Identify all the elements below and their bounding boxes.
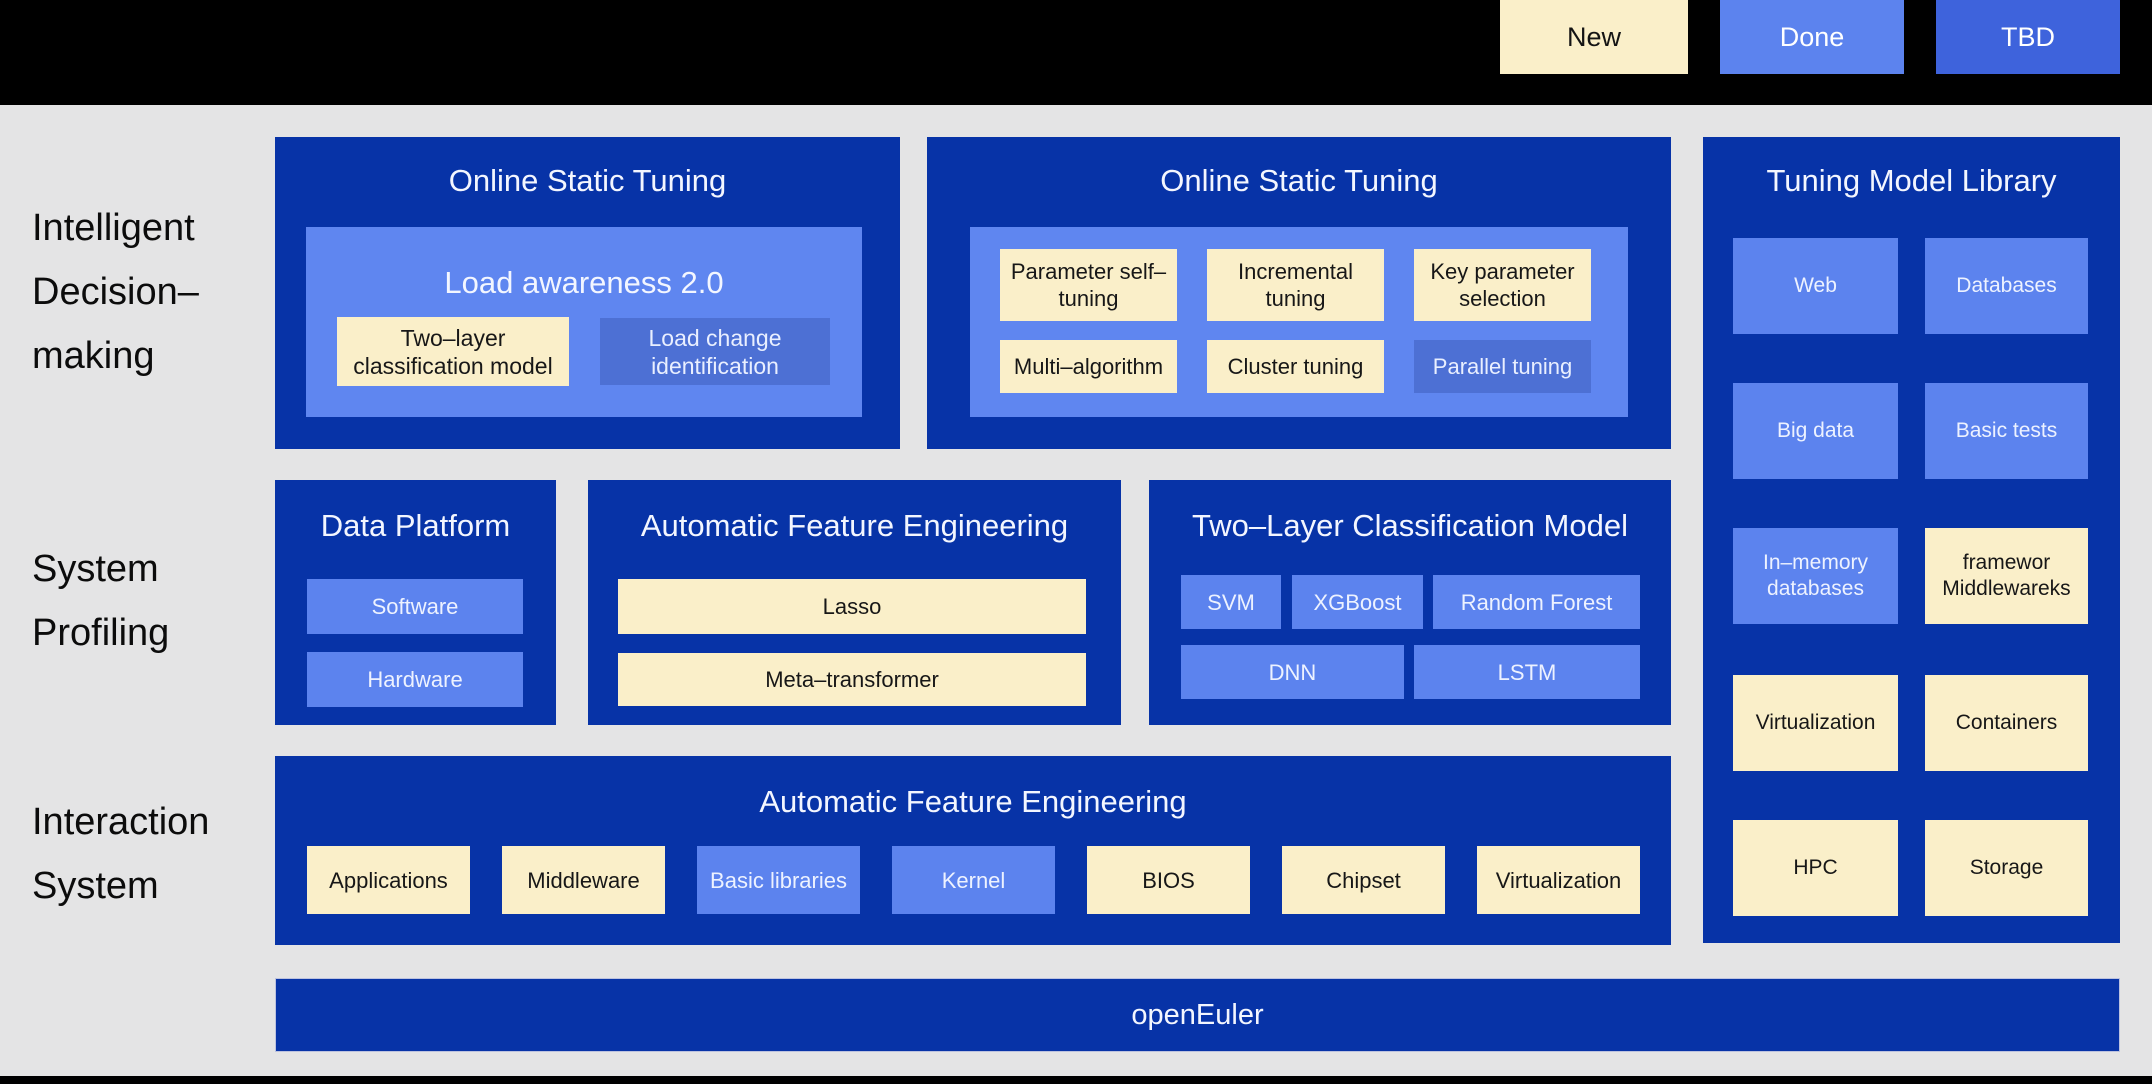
chip-applications: Applications [307,846,470,914]
chip-middleware-frameworks: framewor Middlewareks [1925,528,2088,624]
chip-basic-libraries: Basic libraries [697,846,860,914]
openeuler-label: openEuler [1131,998,1264,1031]
chip-parallel-tuning: Parallel tuning [1414,340,1591,393]
openeuler-base-bar: openEuler [275,978,2120,1052]
box-title: Tuning Model Library [1766,163,2057,198]
chip-databases: Databases [1925,238,2088,334]
chip-lasso: Lasso [618,579,1086,634]
chip-lstm: LSTM [1414,645,1640,699]
chip-hpc: HPC [1733,820,1898,916]
row-label-line: Interaction [32,801,210,843]
chip-incremental-tuning: Incremental tuning [1207,249,1384,321]
chip-two-layer-classification-model: Two–layer classification model [337,317,569,386]
row-label-intelligent-decision-making: Intelligent Decision– making [32,196,199,388]
row-label-line: System [32,865,159,907]
chip-hardware: Hardware [307,652,523,707]
box-title: Online Static Tuning [448,163,727,198]
box-automatic-feature-engineering-mid: Automatic Feature Engineering Lasso Meta… [588,480,1121,725]
chip-bios: BIOS [1087,846,1250,914]
chip-kernel: Kernel [892,846,1055,914]
row-label-system-profiling: System Profiling [32,537,169,665]
chip-xgboost: XGBoost [1292,575,1423,629]
chip-random-forest: Random Forest [1433,575,1640,629]
bottom-edge-strip [0,1076,2152,1084]
row-label-line: System [32,548,159,590]
row-label-line: Intelligent [32,207,195,249]
panel-load-awareness: Load awareness 2.0 Two–layer classificat… [306,227,862,417]
row-label-line: making [32,335,155,377]
legend-item-new: New [1500,0,1688,74]
chip-in-memory-databases: In–memory databases [1733,528,1898,624]
row-label-line: Profiling [32,612,170,654]
box-online-static-tuning-1: Online Static Tuning Load awareness 2.0 … [275,137,900,449]
box-title: Online Static Tuning [1160,163,1438,198]
chip-containers: Containers [1925,675,2088,771]
chip-svm: SVM [1181,575,1281,629]
legend-item-tbd: TBD [1936,0,2120,74]
box-online-static-tuning-2: Online Static Tuning Parameter self–tuni… [927,137,1671,449]
chip-dnn: DNN [1181,645,1404,699]
chip-software: Software [307,579,523,634]
chip-chipset: Chipset [1282,846,1445,914]
chip-big-data: Big data [1733,383,1898,479]
box-title: Data Platform [320,508,511,543]
chip-web: Web [1733,238,1898,334]
box-two-layer-classification-model: Two–Layer Classification Model SVM XGBoo… [1149,480,1671,725]
row-label-interaction-system: Interaction System [32,790,209,918]
top-bar: New Done TBD [0,0,2152,105]
chip-virtualization-bottom: Virtualization [1477,846,1640,914]
box-title: Automatic Feature Engineering [759,784,1187,819]
chip-multi-algorithm: Multi–algorithm [1000,340,1177,393]
chip-basic-tests: Basic tests [1925,383,2088,479]
chip-middleware: Middleware [502,846,665,914]
box-tuning-model-library: Tuning Model Library Web Databases Big d… [1703,137,2120,943]
chip-virtualization: Virtualization [1733,675,1898,771]
box-data-platform: Data Platform Software Hardware [275,480,556,725]
box-title: Automatic Feature Engineering [640,508,1069,543]
chip-parameter-self-tuning: Parameter self–tuning [1000,249,1177,321]
row-label-line: Decision– [32,271,199,313]
chip-meta-transformer: Meta–transformer [618,653,1086,706]
chip-storage: Storage [1925,820,2088,916]
box-title: Two–Layer Classification Model [1192,508,1628,543]
panel-title: Load awareness 2.0 [444,265,724,300]
chip-load-change-identification: Load change identification [600,318,830,385]
box-automatic-feature-engineering-bottom: Automatic Feature Engineering Applicatio… [275,756,1671,945]
legend-item-done: Done [1720,0,1904,74]
panel-tuning-methods: Parameter self–tuning Incremental tuning… [970,227,1628,417]
chip-cluster-tuning: Cluster tuning [1207,340,1384,393]
chip-key-parameter-selection: Key parameter selection [1414,249,1591,321]
